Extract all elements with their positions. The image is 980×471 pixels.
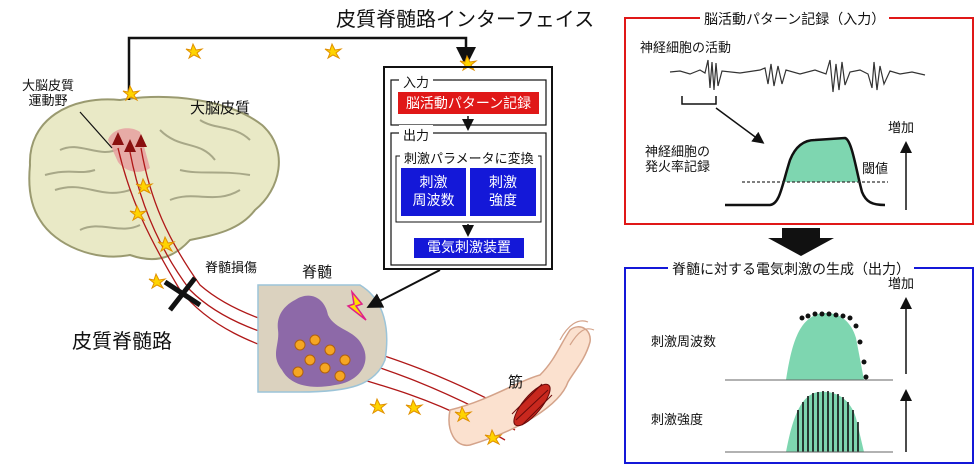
record-panel-title: 脳活動パターン記録（入力）: [700, 9, 890, 29]
input-header: 入力: [399, 72, 434, 91]
output-header: 出力: [399, 125, 434, 144]
firing-rate-curve: [725, 136, 886, 207]
neuron-triangles: [112, 132, 147, 152]
activity-label: 神経細胞の活動: [640, 41, 732, 56]
spinal-injury-label: 脊髄損傷: [205, 261, 258, 276]
spinal-neurons: [292, 334, 351, 382]
activity-trace: [669, 59, 926, 93]
frequency-fill: [786, 313, 864, 380]
signal-wire: [127, 36, 476, 100]
input-box: 脳活動パターン記録: [398, 92, 539, 114]
firing-rate-label: 神経細胞の 発火率記録: [645, 145, 711, 175]
injury-cross-icon: [163, 276, 202, 312]
spinal-cord-section: [257, 284, 388, 393]
big-down-arrow: [768, 228, 834, 256]
output-panel-title: 脊髄に対する電気刺激の生成（出力）: [668, 259, 914, 279]
stim-device-box: 電気刺激装置: [414, 238, 524, 258]
param-frequency-box: 刺激 周波数: [401, 168, 466, 216]
muscle-label: 筋: [508, 373, 524, 391]
cst-label: 皮質脊髄路: [72, 329, 172, 353]
frequency-dots: [799, 311, 869, 380]
brain-illustration: [28, 96, 280, 261]
intensity-label: 刺激強度: [651, 413, 704, 428]
stim-arrow: [366, 269, 441, 308]
increase-label-2: 増加: [888, 277, 915, 292]
cortex-label: 大脳皮質: [190, 99, 251, 117]
freq-label: 刺激周波数: [651, 335, 717, 350]
lightning-icon: [346, 289, 367, 321]
firing-rate-fill: [784, 138, 860, 182]
motor-area-pointer: [79, 111, 113, 149]
increase-label-1: 増加: [888, 121, 915, 136]
arm-illustration: [448, 320, 595, 446]
motor-area-label: 大脳皮質 運動野: [22, 79, 75, 109]
spinal-cord-label: 脊髄: [302, 263, 333, 281]
main-title: 皮質脊髄路インターフェイス: [336, 7, 595, 31]
signal-stars: [122, 42, 503, 446]
param-intensity-box: 刺激 強度: [470, 168, 536, 216]
activity-bracket: [681, 96, 717, 105]
threshold-label: 閾値: [862, 162, 889, 177]
intensity-bars: [797, 391, 859, 452]
intensity-fill: [786, 391, 864, 452]
activity-zoom-arrow: [715, 107, 765, 144]
convert-header: 刺激パラメータに変換: [400, 148, 538, 167]
